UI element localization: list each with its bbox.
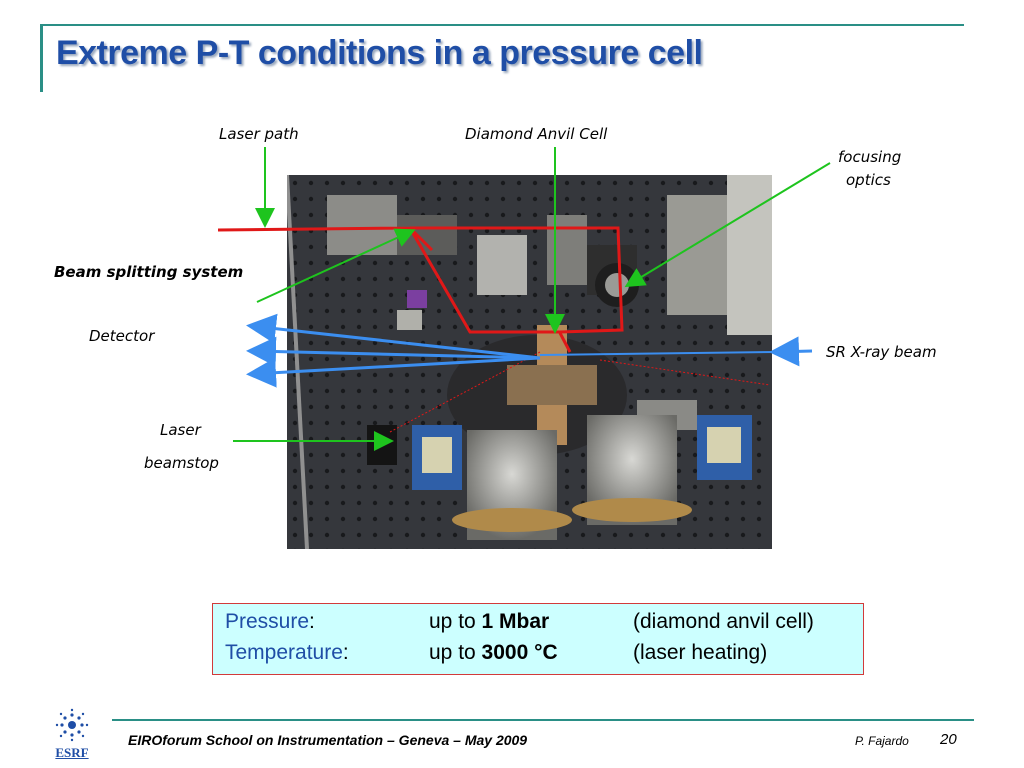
laser-beamstop-label-line1: Laser: [160, 421, 201, 439]
pressure-note: (diamond anvil cell): [633, 610, 814, 633]
temperature-name: Temperature:: [225, 641, 349, 664]
pressure-value: up to 1 Mbar: [429, 610, 550, 633]
footer-author: P. Fajardo: [855, 734, 909, 748]
conditions-info-box: Pressure: up to 1 Mbar (diamond anvil ce…: [212, 603, 864, 675]
footer-event: EIROforum School on Instrumentation – Ge…: [128, 732, 528, 748]
diamond-anvil-cell-label: Diamond Anvil Cell: [465, 125, 608, 143]
title-top-rule: [40, 24, 964, 26]
sr-xray-beam-label: SR X-ray beam: [826, 343, 937, 361]
temperature-value: up to 3000 °C: [429, 641, 558, 664]
focusing-optics-label-line2: optics: [846, 171, 891, 189]
pressure-name: Pressure:: [225, 610, 315, 633]
title-side-bar: [40, 26, 43, 92]
pressure-row: Pressure: up to 1 Mbar (diamond anvil ce…: [225, 610, 865, 638]
focusing-optics-label-line1: focusing: [838, 148, 902, 166]
slide-title: Extreme P-T conditions in a pressure cel…: [56, 34, 703, 72]
experimental-setup-photo: [287, 175, 772, 549]
laser-beamstop-label-line2: beamstop: [144, 454, 219, 472]
page-number: 20: [940, 731, 957, 748]
laser-path-label: Laser path: [219, 125, 299, 143]
esrf-logo-icon: [55, 708, 89, 742]
temperature-note: (laser heating): [633, 641, 768, 664]
esrf-logo-text: ESRF: [55, 745, 89, 760]
detector-label: Detector: [89, 327, 155, 345]
temperature-row: Temperature: up to 3000 °C (laser heatin…: [225, 641, 865, 669]
footer-rule: [112, 719, 974, 721]
beam-splitting-label: Beam splitting system: [54, 263, 244, 281]
sr-xray-beam-arrow: [769, 336, 813, 367]
